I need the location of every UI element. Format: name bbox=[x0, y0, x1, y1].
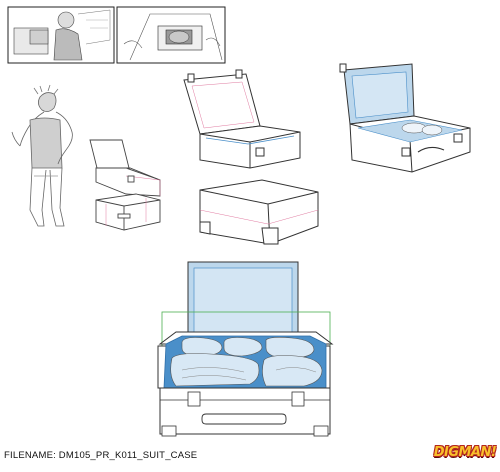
logo-text: DIGMAN! bbox=[433, 445, 497, 460]
suitcase-sketch-blue-open bbox=[339, 63, 471, 173]
suitcase-sketch-medium-open bbox=[183, 69, 301, 169]
suitcase-sketch-small-closed bbox=[95, 193, 161, 231]
storyboard-panel-1 bbox=[7, 6, 115, 64]
digman-logo: DIGMAN! bbox=[433, 443, 497, 467]
suitcase-sketch-small-open bbox=[89, 139, 161, 197]
suitcase-sketch-medium-closed bbox=[199, 179, 319, 245]
character-sketch bbox=[11, 84, 73, 227]
storyboard-panel-2 bbox=[116, 6, 226, 64]
filename-value: DM105_PR_K011_SUIT_CASE bbox=[58, 450, 198, 461]
filename-label: FILENAME: bbox=[4, 450, 56, 461]
filename-caption: FILENAME: DM105_PR_K011_SUIT_CASE bbox=[4, 450, 197, 461]
suitcase-large-front bbox=[157, 261, 334, 437]
